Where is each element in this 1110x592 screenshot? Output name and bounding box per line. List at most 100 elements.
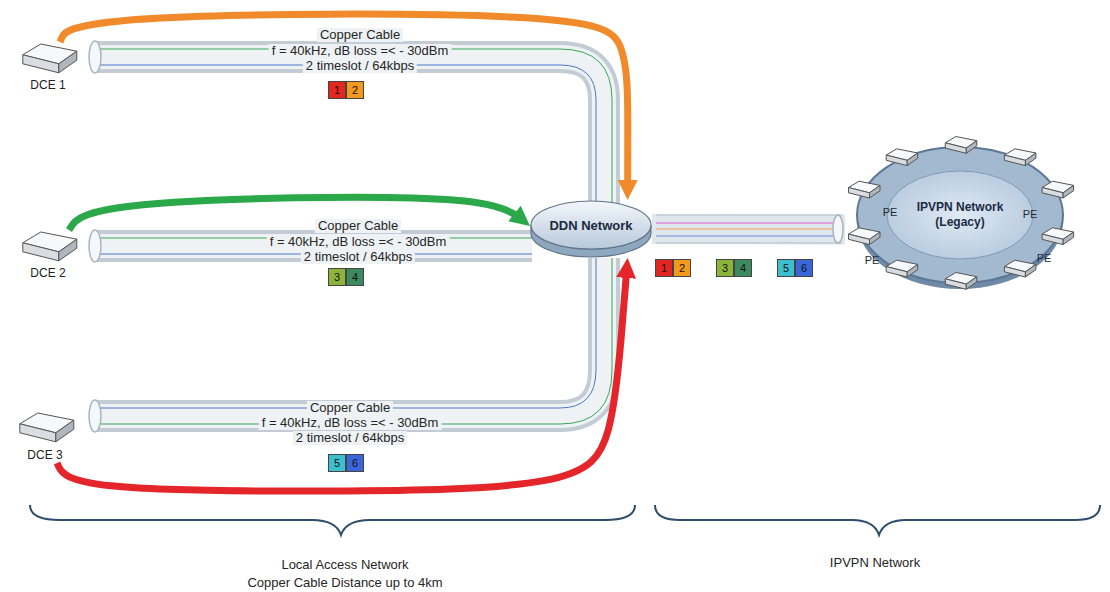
- wire: [656, 236, 842, 237]
- timeslot-box: 3: [716, 259, 734, 277]
- timeslot-box: 3: [328, 268, 346, 286]
- wire: [100, 258, 612, 424]
- cable-end: [89, 400, 101, 432]
- section-label: IPVPN Network: [830, 556, 920, 570]
- router-side: [1025, 264, 1036, 277]
- flow-arrow: [60, 14, 628, 186]
- router-front: [849, 234, 870, 245]
- router-side: [1063, 232, 1074, 245]
- router-icon: [886, 260, 918, 277]
- router-side: [907, 264, 918, 277]
- cable-name: Copper Cable: [307, 401, 393, 415]
- ring: [857, 147, 1063, 283]
- router-side: [870, 232, 881, 245]
- pe-label: PE: [1037, 251, 1052, 265]
- cable-end: [89, 230, 101, 262]
- wire: [656, 223, 842, 224]
- router-side: [59, 51, 77, 73]
- dce-device: DCE 2: [18, 230, 78, 281]
- timeslot-number: 1: [661, 261, 667, 275]
- router-front: [886, 155, 907, 166]
- cable-sheath: [95, 57, 604, 205]
- dce-icon: [18, 230, 78, 266]
- pe-label: PE: [865, 253, 880, 267]
- ring-center: [887, 171, 1033, 259]
- timeslot-number: 6: [801, 261, 807, 275]
- timeslot-box: 4: [734, 259, 752, 277]
- device-name: DCE 3: [27, 448, 62, 463]
- bracket: [655, 505, 1100, 535]
- flow-arrow: [57, 272, 627, 491]
- router-icon: [1004, 260, 1036, 277]
- timeslot-number: 3: [722, 261, 728, 275]
- wire: [656, 229, 842, 230]
- copper-cable: [656, 215, 842, 243]
- timeslot-box: 1: [328, 81, 346, 99]
- flow-arrow: [69, 197, 519, 230]
- router-front: [23, 243, 59, 261]
- router-icon: [23, 232, 77, 261]
- wire: [100, 49, 612, 205]
- timeslot-number: 5: [334, 456, 340, 470]
- dce-device: DCE 1: [18, 42, 78, 93]
- timeslot-number: 3: [334, 270, 340, 284]
- wire: [100, 258, 596, 408]
- router-front: [1042, 234, 1063, 245]
- timeslot-box: 4: [346, 268, 364, 286]
- timeslot-box: 2: [673, 259, 691, 277]
- cable-name: Copper Cable: [317, 28, 403, 42]
- router-icon: [1042, 181, 1074, 198]
- section-label: Copper Cable Distance up to 4km: [247, 576, 442, 590]
- network-name: DDN Network: [549, 218, 632, 233]
- pe-label: PE: [1023, 207, 1038, 221]
- timeslot-box: 6: [795, 259, 813, 277]
- network-node: DDN Network: [530, 200, 652, 258]
- router-side: [966, 277, 977, 290]
- network-name: IPVPN Network (Legacy): [905, 200, 1015, 230]
- bracket: [30, 505, 1100, 535]
- dce-icon: [15, 410, 75, 448]
- router-side: [1025, 153, 1036, 166]
- dce-icon: [18, 42, 78, 78]
- router-icon: [945, 273, 977, 290]
- pe-label: PE: [883, 205, 898, 219]
- cable-capacity: 2 timeslot / 64kbps: [301, 250, 415, 264]
- cable-name: Copper Cable: [315, 219, 401, 233]
- router-side: [870, 185, 881, 198]
- cable-core: [95, 258, 604, 416]
- router-icon: [23, 44, 77, 73]
- timeslot-box: 5: [777, 259, 795, 277]
- router-icon: [849, 228, 881, 245]
- timeslot-box: 2: [346, 81, 364, 99]
- router-side: [59, 239, 77, 261]
- section-label: Local Access Network: [281, 558, 408, 572]
- disk-top: [531, 201, 651, 249]
- router-side: [56, 420, 74, 442]
- router-front: [849, 188, 870, 199]
- wire: [100, 65, 596, 205]
- router-front: [945, 279, 966, 290]
- router-side: [1063, 185, 1074, 198]
- timeslot-box: 6: [346, 454, 364, 472]
- bracket: [30, 505, 635, 535]
- cable-spec: f = 40kHz, dB loss =< - 30dBm: [259, 416, 442, 430]
- cable-end: [89, 41, 101, 73]
- cable-end: [89, 41, 101, 432]
- timeslot-number: 6: [352, 456, 358, 470]
- router-icon: [1004, 149, 1036, 166]
- cable-core: [95, 57, 604, 205]
- dce-device: DCE 3: [15, 410, 75, 463]
- cable-spec: f = 40kHz, dB loss =< - 30dBm: [269, 44, 452, 58]
- cable-sheath: [95, 258, 604, 416]
- cable-edge: [656, 243, 842, 244]
- router-front: [23, 55, 59, 73]
- timeslot-number: 4: [740, 261, 746, 275]
- cable-edge: [656, 215, 842, 216]
- router-icon: [20, 413, 74, 442]
- router-front: [1042, 188, 1063, 199]
- timeslot-number: 1: [334, 83, 340, 97]
- router-front: [945, 143, 966, 154]
